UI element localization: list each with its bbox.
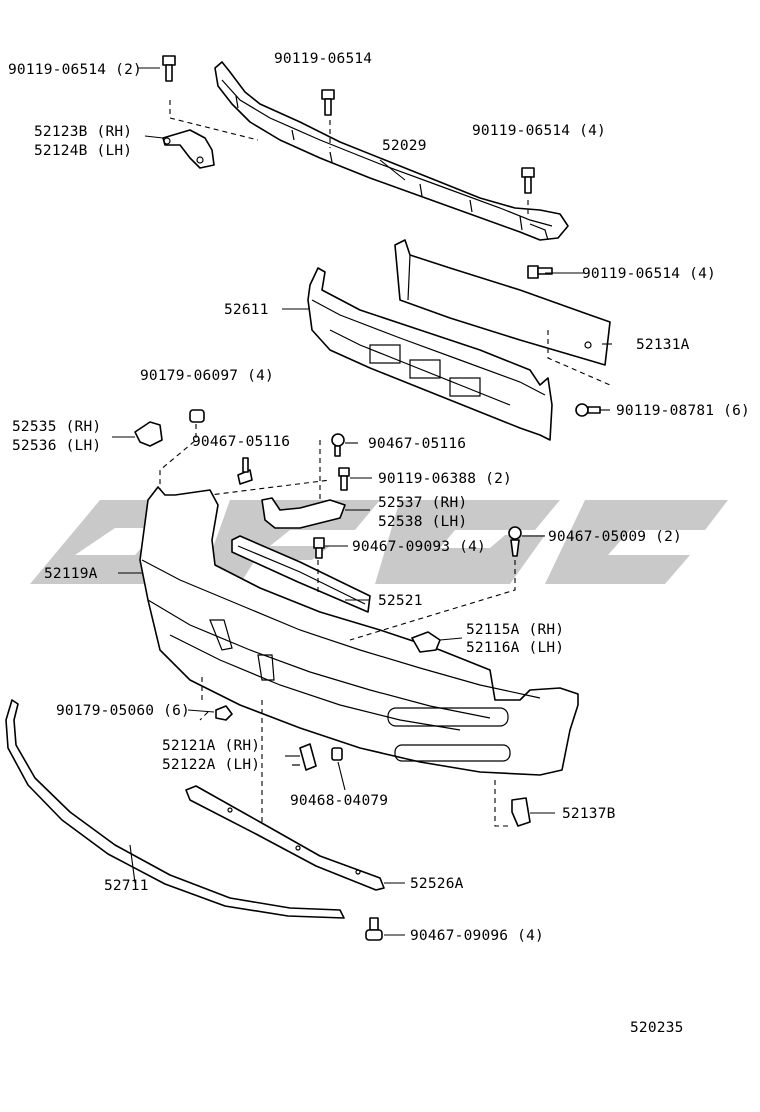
label-52119a: 52119A [44, 566, 98, 582]
label-52521: 52521 [378, 593, 423, 609]
bracket-52121a [292, 743, 317, 771]
label-90467-05116-b: 90467-05116 [368, 436, 466, 452]
label-90179-05060: 90179-05060 (6) [56, 703, 190, 719]
bolt-icon-7 [365, 917, 383, 941]
clip-icon-4 [508, 526, 522, 557]
label-90119-06514-4b: 90119-06514 (4) [582, 266, 716, 282]
label-52711: 52711 [104, 878, 149, 894]
strip-52526a [185, 785, 385, 891]
label-52537: 52537 (RH) [378, 495, 467, 511]
label-52131a: 52131A [636, 337, 690, 353]
reinforcement-52611 [307, 267, 553, 441]
clip-icon-5 [331, 747, 343, 761]
label-52137b: 52137B [562, 806, 616, 822]
label-52538: 52538 (LH) [378, 514, 467, 530]
label-90467-09096: 90467-09096 (4) [410, 928, 544, 944]
clip-icon-3 [313, 537, 325, 559]
strip-52521 [231, 535, 371, 613]
label-52611: 52611 [224, 302, 269, 318]
bolt-icon-3 [521, 167, 535, 194]
label-52123b: 52123B (RH) [34, 124, 132, 140]
label-90179-06097: 90179-06097 (4) [140, 368, 274, 384]
bracket-52115a [411, 631, 441, 653]
bolt-icon-5 [575, 403, 601, 417]
bolt-icon-2 [321, 89, 335, 116]
label-90467-05009: 90467-05009 (2) [548, 529, 682, 545]
leader-lines [112, 67, 612, 936]
bolt-icon-6 [338, 467, 350, 491]
label-90119-08781: 90119-08781 (6) [616, 403, 750, 419]
label-52535: 52535 (RH) [12, 419, 101, 435]
label-52121a: 52121A (RH) [162, 738, 260, 754]
bracket-52123b [162, 129, 215, 169]
bolt-icon-4 [527, 265, 553, 279]
label-52536: 52536 (LH) [12, 438, 101, 454]
label-52115a: 52115A (RH) [466, 622, 564, 638]
absorber-52131a [394, 239, 611, 366]
nut-icon-1 [189, 409, 205, 423]
label-90468-04079: 90468-04079 [290, 793, 388, 809]
label-90119-06388: 90119-06388 (2) [378, 471, 512, 487]
bolt-icon-1 [162, 55, 176, 82]
bracket-52535 [134, 421, 163, 447]
label-52526a: 52526A [410, 876, 464, 892]
label-52124b: 52124B (LH) [34, 143, 132, 159]
nut-icon-2 [215, 705, 233, 721]
bumper-reinforcement-52029 [214, 61, 569, 241]
clip-icon-2 [331, 433, 345, 457]
bracket-52537 [261, 497, 346, 529]
clip-icon-1 [237, 457, 253, 485]
retainer-52137b [511, 797, 531, 827]
part-labels: 90119-06514 (2) 90119-06514 52123B (RH) … [8, 51, 750, 1036]
bumper-cover-52119a [139, 486, 579, 776]
label-52122a: 52122A (LH) [162, 757, 260, 773]
label-90119-06514-2: 90119-06514 (2) [8, 62, 142, 78]
label-90467-05116-a: 90467-05116 [192, 434, 290, 450]
label-52116a: 52116A (LH) [466, 640, 564, 656]
label-90467-09093: 90467-09093 (4) [352, 539, 486, 555]
lip-spoiler-52711 [5, 699, 345, 919]
label-52029: 52029 [382, 138, 427, 154]
label-90119-06514-top: 90119-06514 [274, 51, 372, 67]
label-90119-06514-4a: 90119-06514 (4) [472, 123, 606, 139]
figure-code: 520235 [630, 1020, 684, 1036]
